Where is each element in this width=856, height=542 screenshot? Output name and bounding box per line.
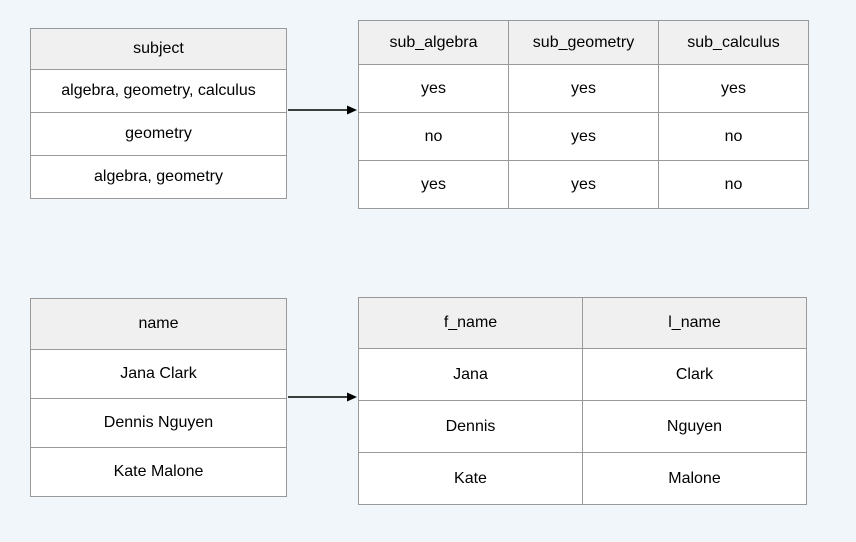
table-cell: algebra, geometry, calculus: [30, 69, 287, 113]
table-cell: Nguyen: [582, 400, 807, 453]
table-header-row: sub_algebra sub_geometry sub_calculus: [358, 20, 809, 65]
table-cell: yes: [508, 112, 659, 161]
table-row: Kate Malone: [358, 452, 807, 505]
transform-arrow: [288, 392, 357, 402]
name-source-table: name Jana Clark Dennis Nguyen Kate Malon…: [30, 298, 287, 497]
column-header-subject: subject: [30, 28, 287, 70]
table-row: yes yes yes: [358, 64, 809, 113]
table-cell: geometry: [30, 112, 287, 156]
table-row: Jana Clark: [358, 348, 807, 401]
transform-arrow: [288, 105, 357, 115]
table-cell: yes: [658, 64, 809, 113]
column-header-name: name: [30, 298, 287, 350]
table-cell: Clark: [582, 348, 807, 401]
table-row: algebra, geometry, calculus: [30, 69, 287, 113]
table-cell: Malone: [582, 452, 807, 505]
table-cell: yes: [358, 160, 509, 209]
table-row: Dennis Nguyen: [358, 400, 807, 453]
table-cell: yes: [508, 64, 659, 113]
table-cell: Jana: [358, 348, 583, 401]
table-cell: Dennis: [358, 400, 583, 453]
column-header-sub-geometry: sub_geometry: [508, 20, 659, 65]
table-header-row: subject: [30, 28, 287, 70]
subject-source-table: subject algebra, geometry, calculus geom…: [30, 28, 287, 199]
table-row: Kate Malone: [30, 447, 287, 497]
column-header-l-name: l_name: [582, 297, 807, 349]
subject-result-table: sub_algebra sub_geometry sub_calculus ye…: [358, 20, 809, 209]
table-cell: Kate Malone: [30, 447, 287, 497]
name-result-table: f_name l_name Jana Clark Dennis Nguyen K…: [358, 297, 807, 505]
table-row: geometry: [30, 112, 287, 156]
table-cell: algebra, geometry: [30, 155, 287, 199]
table-row: Dennis Nguyen: [30, 398, 287, 448]
table-cell: Jana Clark: [30, 349, 287, 399]
table-header-row: f_name l_name: [358, 297, 807, 349]
column-header-f-name: f_name: [358, 297, 583, 349]
table-cell: yes: [508, 160, 659, 209]
table-row: no yes no: [358, 112, 809, 161]
table-cell: Kate: [358, 452, 583, 505]
table-cell: no: [658, 112, 809, 161]
column-header-sub-algebra: sub_algebra: [358, 20, 509, 65]
table-row: algebra, geometry: [30, 155, 287, 199]
table-cell: no: [658, 160, 809, 209]
column-header-sub-calculus: sub_calculus: [658, 20, 809, 65]
table-row: Jana Clark: [30, 349, 287, 399]
table-row: yes yes no: [358, 160, 809, 209]
table-cell: Dennis Nguyen: [30, 398, 287, 448]
table-cell: yes: [358, 64, 509, 113]
table-header-row: name: [30, 298, 287, 350]
table-cell: no: [358, 112, 509, 161]
